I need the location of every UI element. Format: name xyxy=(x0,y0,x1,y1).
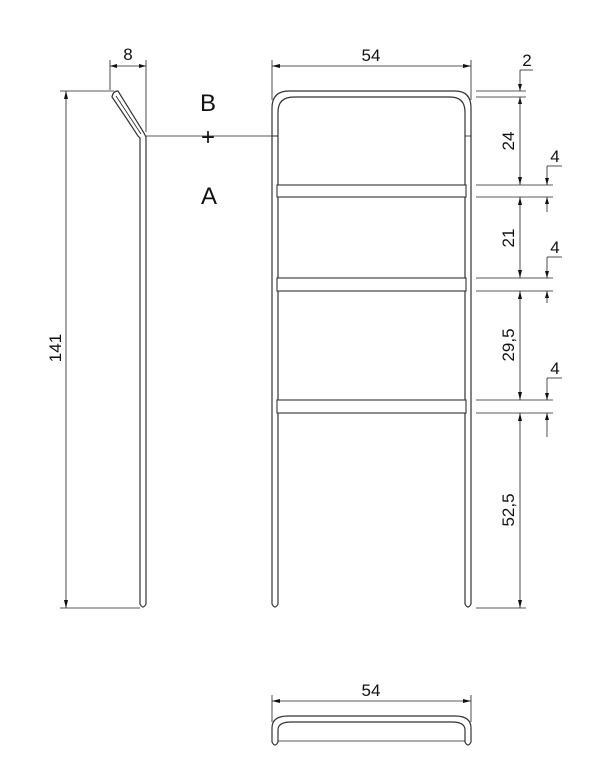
step-3 xyxy=(276,399,467,414)
dim-space-2-label: 21 xyxy=(499,229,518,248)
cross-marker: + xyxy=(201,124,215,151)
dim-side-depth: 8 xyxy=(109,45,147,132)
dim-space-3-label: 29,5 xyxy=(499,328,518,361)
dim-plan-width-label: 54 xyxy=(362,681,381,700)
dim-space-4-label: 52,5 xyxy=(499,493,518,526)
step-1 xyxy=(276,184,467,198)
front-view: 54 2 24 xyxy=(271,46,562,609)
plan-view-tube xyxy=(271,715,472,746)
point-a-label: A xyxy=(201,183,217,210)
dim-step-2-label: 4 xyxy=(550,238,559,257)
side-view: 8 141 xyxy=(46,45,147,609)
front-frame-outer xyxy=(271,90,472,608)
dim-front-width-label: 54 xyxy=(362,46,381,65)
dim-vertical-chain: 2 24 4 21 4 xyxy=(476,51,562,609)
side-view-tube xyxy=(111,90,147,608)
step-2 xyxy=(276,277,467,292)
dim-side-depth-label: 8 xyxy=(123,45,132,64)
dim-space-1-label: 24 xyxy=(499,132,518,151)
dim-front-width: 54 xyxy=(271,46,472,100)
plan-view: 54 xyxy=(271,681,472,746)
dim-step-3-label: 4 xyxy=(550,359,559,378)
dim-step-1-label: 4 xyxy=(550,147,559,166)
dim-plan-width: 54 xyxy=(271,681,472,722)
dim-top-gap-label: 2 xyxy=(522,51,531,70)
point-b-label: B xyxy=(200,90,216,117)
dim-total-height: 141 xyxy=(46,90,140,609)
dim-total-height-label: 141 xyxy=(46,334,65,362)
section-marker: B + A xyxy=(146,90,278,210)
